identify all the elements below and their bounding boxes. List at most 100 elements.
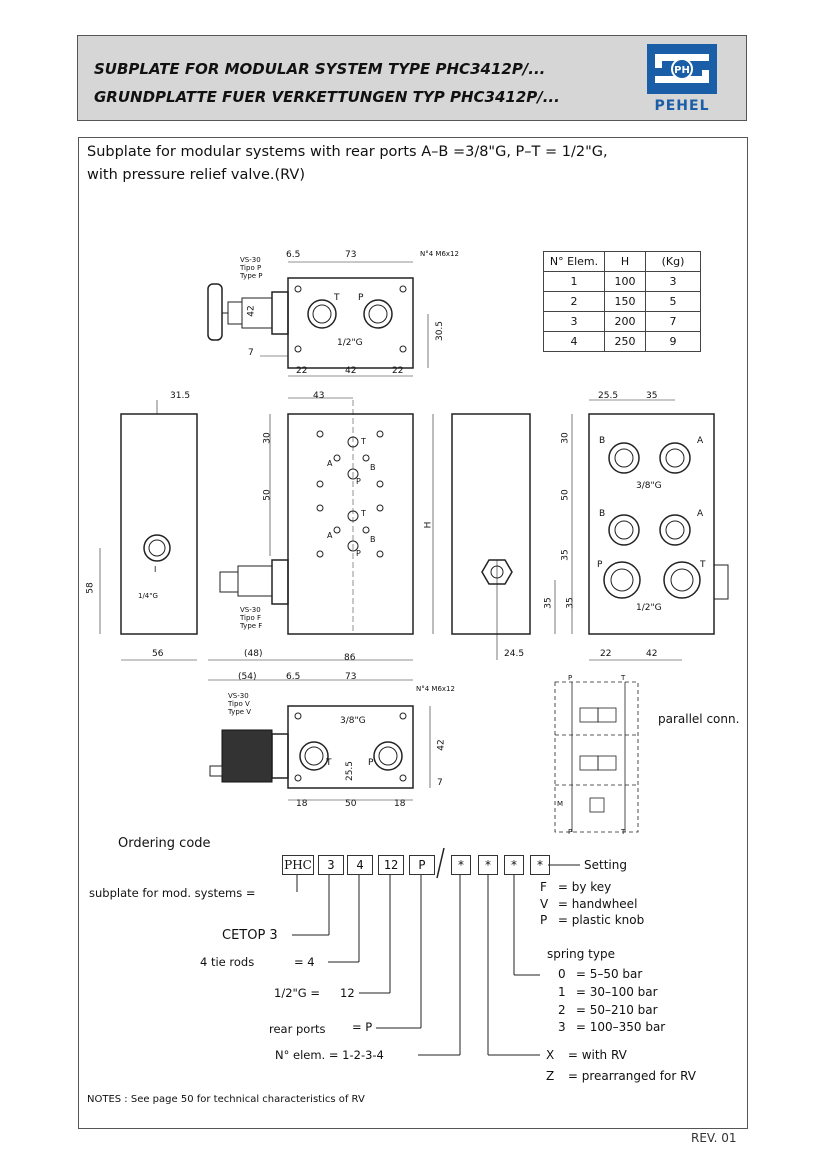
option-key: F	[540, 880, 547, 894]
dim-label: 30.5	[435, 320, 446, 342]
port-label: T	[326, 758, 332, 768]
port-label: A	[697, 509, 704, 519]
thread-label: 1/4"G	[138, 592, 158, 600]
dim-label: 35	[646, 391, 658, 401]
option-key: 1	[558, 985, 566, 999]
port-label: A	[327, 531, 333, 540]
option-text: = 5–50 bar	[575, 967, 643, 981]
code-box-cetop: 3	[318, 855, 344, 875]
cetop-label: CETOP 3	[222, 928, 278, 943]
revision-label: REV. 01	[691, 1131, 737, 1145]
rear-ports-label: rear ports	[269, 1022, 326, 1036]
thread-label: 1/2"G	[636, 603, 662, 613]
option-text: = prearranged for RV	[567, 1069, 696, 1083]
spring-option: 1 = 30–100 bar	[558, 985, 658, 999]
dim-label: 42	[345, 366, 357, 376]
label-line: Type F	[240, 622, 263, 630]
logo-text: PEHEL	[654, 98, 709, 114]
dim-label: 50	[262, 489, 273, 501]
dim-label: (48)	[244, 649, 263, 659]
vs30-f-label: VS-30 Tipo F Type F	[240, 606, 262, 630]
code-box-tie-rods: 4	[347, 855, 373, 875]
table-cell: 7	[645, 311, 701, 332]
port-label: A	[327, 459, 333, 468]
notes: NOTES : See page 50 for technical charac…	[87, 1094, 365, 1105]
port-label: T	[361, 509, 366, 518]
dim-label: 30	[262, 432, 273, 444]
ordering-code-title: Ordering code	[118, 836, 211, 851]
thread-label: 1/2"G	[337, 338, 363, 348]
dim-label: 35	[565, 597, 576, 609]
port-label: P	[358, 293, 364, 303]
port-label: B	[599, 509, 606, 519]
thread-label: 3/8"G	[636, 481, 662, 491]
table-header-cell: N° Elem.	[543, 251, 605, 272]
code-box-setting: *	[530, 855, 550, 875]
logo-badge: PH	[674, 65, 690, 76]
option-text: = 50–210 bar	[575, 1003, 658, 1017]
port-label: T	[361, 437, 366, 446]
dim-label: 22	[600, 649, 612, 659]
setting-option: P = plastic knob	[540, 913, 644, 927]
spring-option: 3 = 100–350 bar	[558, 1020, 665, 1034]
label-line: VS-30	[240, 606, 261, 614]
dim-label: (54)	[238, 672, 257, 682]
dim-label: 6.5	[286, 672, 301, 682]
dim-label: 58	[85, 582, 96, 594]
dim-label: 73	[345, 250, 357, 260]
option-key: 0	[558, 967, 566, 981]
rv-option: X = with RV	[546, 1048, 627, 1062]
rv-option: Z = prearranged for RV	[546, 1069, 696, 1083]
side-view-right	[451, 413, 556, 660]
option-text: = with RV	[567, 1048, 627, 1062]
dim-label: 18	[394, 799, 406, 809]
subplate-label: subplate for mod. systems =	[89, 886, 256, 900]
label-line: Type V	[228, 708, 252, 716]
label-line: VS-30	[228, 692, 249, 700]
vs30-p-label: VS-30 Tipo P Type P	[240, 256, 263, 280]
code-box-rv: *	[478, 855, 498, 875]
n-elem-label: N° elem. = 1-2-3-4	[275, 1048, 384, 1062]
code-box-thread: 12	[378, 855, 404, 875]
port-label: P	[597, 560, 603, 570]
option-key: 3	[558, 1020, 566, 1034]
option-text: = 100–350 bar	[575, 1020, 666, 1034]
dim-label: 73	[345, 672, 357, 682]
dim-label: 6.5	[286, 250, 301, 260]
port-label: T	[334, 293, 340, 303]
side-view-left	[99, 400, 198, 661]
rear-view	[571, 399, 729, 661]
code-box-elements: *	[451, 855, 471, 875]
port-label: P	[568, 828, 573, 836]
n4-m6-label: N°4 M6x12	[420, 250, 459, 258]
label-line: Tipo P	[240, 264, 262, 272]
dim-label: 42	[436, 739, 447, 751]
port-label: T	[700, 560, 706, 570]
port-label: B	[370, 535, 376, 544]
option-text: = plastic knob	[557, 913, 645, 927]
option-key: V	[540, 897, 549, 911]
thread-label: 3/8"G	[340, 716, 366, 726]
vs30-v-label: VS-30 Tipo V Type V	[228, 692, 251, 716]
port-label: B	[599, 436, 606, 446]
label-line: Type P	[240, 272, 263, 280]
n4-m6-label: N°4 M6x12	[416, 685, 455, 693]
pehel-logo: PH PEHEL	[643, 42, 721, 116]
bottom-view-type-v	[208, 679, 431, 801]
option-text: = handwheel	[557, 897, 638, 911]
hydraulic-schematic	[554, 681, 639, 833]
spring-option: 0 = 5–50 bar	[558, 967, 642, 981]
dim-label: 50	[345, 799, 357, 809]
rear-ports-value: = P	[352, 1020, 373, 1034]
half-g-label: 1/2"G =	[274, 986, 320, 1000]
option-key: Z	[546, 1069, 555, 1083]
code-box-spring: *	[504, 855, 524, 875]
dim-label: 30	[560, 432, 571, 444]
title-english: SUBPLATE FOR MODULAR SYSTEM TYPE PHC3412…	[94, 60, 546, 78]
port-label: P	[356, 477, 361, 486]
dim-label: H	[423, 521, 434, 529]
